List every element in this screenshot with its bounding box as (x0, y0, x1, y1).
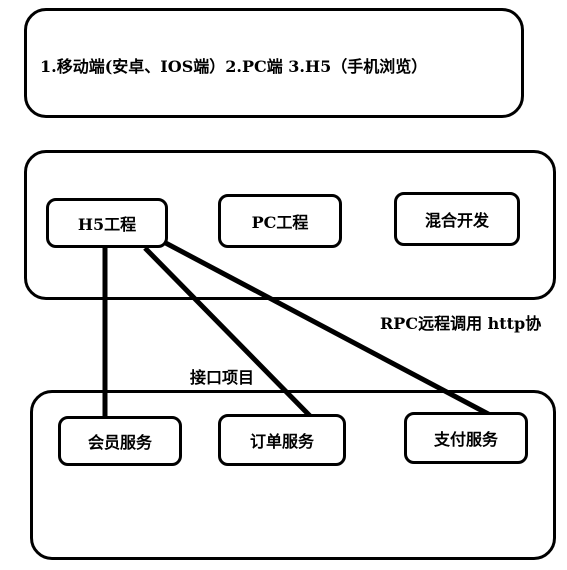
order-service-box: 订单服务 (218, 414, 346, 466)
member-service-box: 会员服务 (58, 416, 182, 466)
client-types-text: 1.移动端(安卓、IOS端）2.PC端 3.H5（手机浏览） (40, 57, 428, 76)
member-service-label: 会员服务 (87, 433, 152, 452)
pc-project-label: PC工程 (251, 213, 309, 232)
order-service-label: 订单服务 (249, 432, 314, 451)
rpc-label: RPC远程调用 http协 (380, 314, 542, 333)
h5-project-box: H5工程 (46, 198, 168, 248)
payment-service-box: 支付服务 (404, 412, 528, 464)
hybrid-dev-label: 混合开发 (424, 211, 489, 230)
client-types-box (24, 8, 524, 118)
api-project-label: 接口项目 (190, 368, 255, 387)
h5-project-label: H5工程 (77, 215, 137, 234)
payment-service-label: 支付服务 (433, 430, 498, 449)
hybrid-dev-box: 混合开发 (394, 192, 520, 246)
pc-project-box: PC工程 (218, 194, 342, 248)
